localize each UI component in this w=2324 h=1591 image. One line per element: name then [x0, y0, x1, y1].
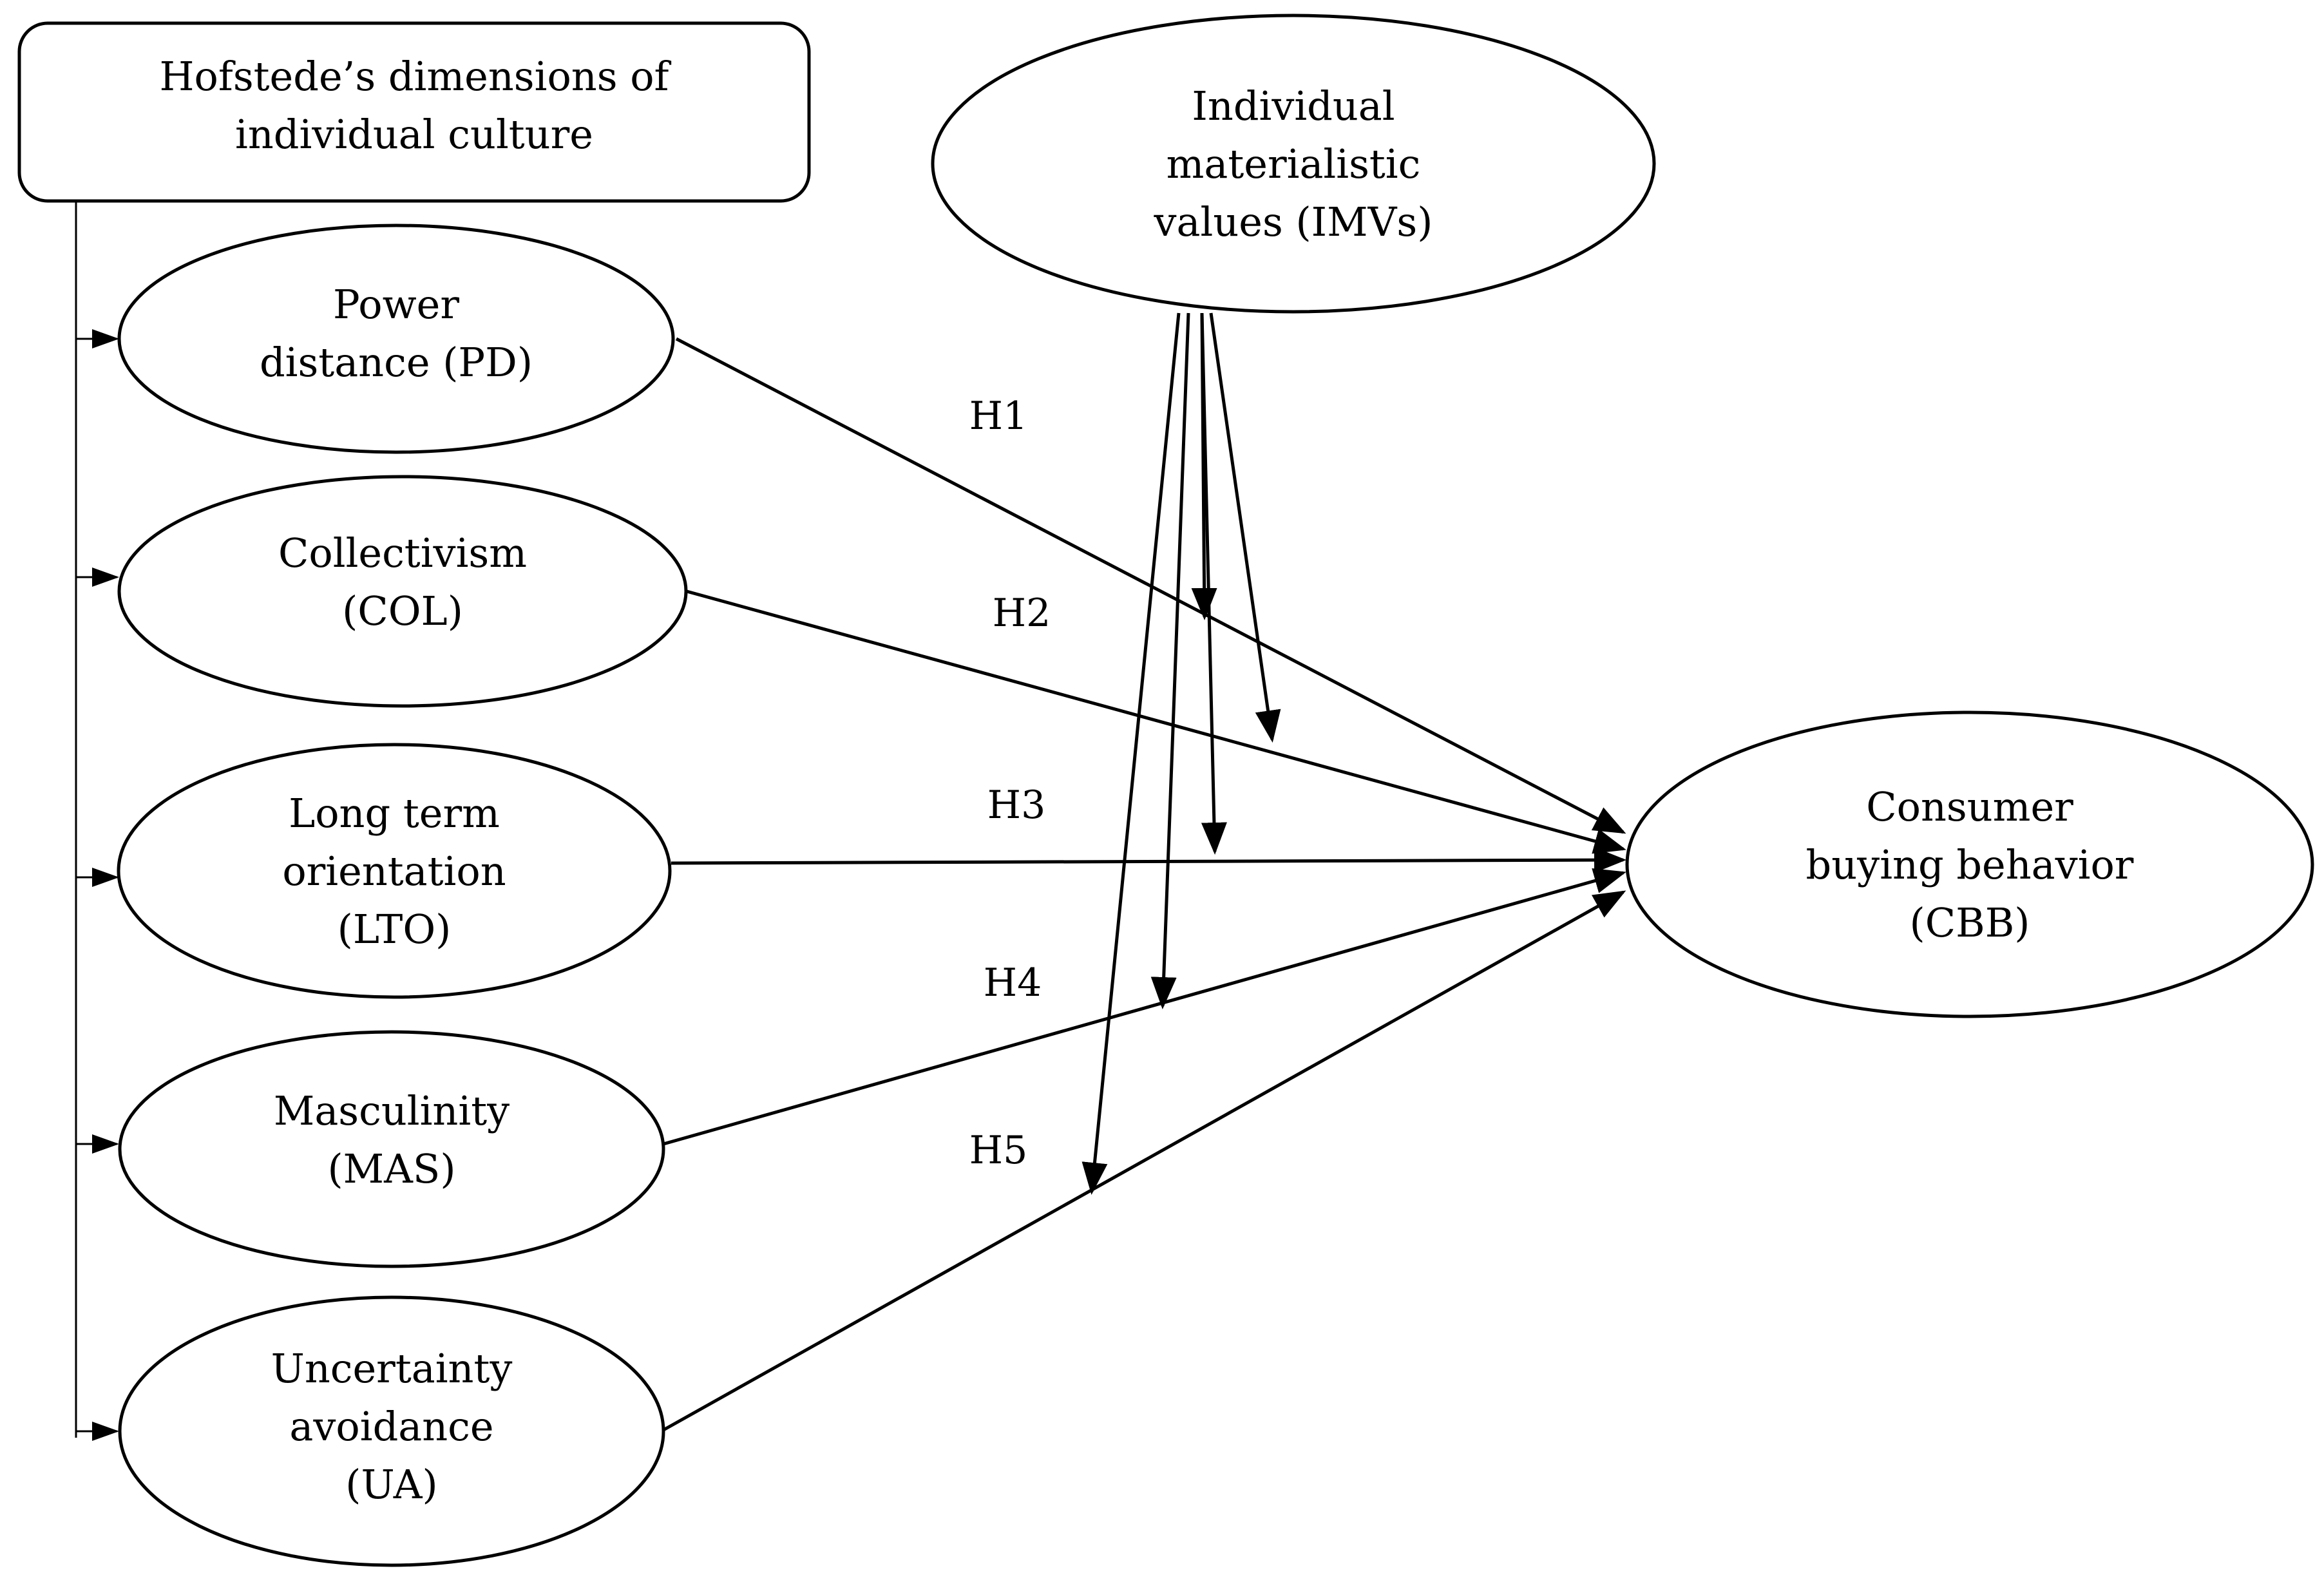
edge-h2-col-to-cbb — [686, 589, 1626, 854]
node-pd-line-2: distance (PD) — [260, 339, 533, 386]
edge-h3-lto-to-cbb — [671, 847, 1626, 873]
node-ua: Uncertainty avoidance (UA) — [118, 1295, 665, 1567]
node-pd-line-1: Power — [333, 281, 459, 328]
node-lto-ellipse — [117, 743, 672, 999]
node-imv-ellipse — [931, 14, 1656, 314]
edge-h1-pd-to-cbb — [675, 337, 1626, 834]
moderator-arrow-h5 — [1081, 312, 1181, 1195]
node-col-line-2: (COL) — [342, 587, 463, 634]
node-cbb: Consumer buying behavior (CBB) — [1625, 710, 2314, 1018]
node-col-line-1: Collectivism — [278, 529, 527, 576]
node-ua-line-2: avoidance — [289, 1403, 493, 1450]
moderator-arrow-h4 — [1150, 312, 1190, 1009]
hypothesis-label-h4: H4 — [984, 960, 1042, 1005]
node-ua-line-1: Uncertainty — [271, 1345, 513, 1392]
node-col-ellipse — [117, 475, 688, 708]
node-ua-ellipse — [118, 1295, 665, 1567]
node-pd-ellipse — [117, 224, 675, 454]
node-mas-ellipse — [118, 1030, 665, 1268]
node-col: Collectivism (COL) — [117, 475, 688, 708]
node-cbb-ellipse — [1625, 710, 2314, 1018]
node-hofstede-box — [17, 21, 811, 203]
node-mas: Masculinity (MAS) — [118, 1030, 665, 1268]
node-hofstede-line-2: individual culture — [235, 111, 593, 158]
node-mas-line-2: (MAS) — [327, 1145, 455, 1192]
node-imv-line-3: values (IMVs) — [1154, 198, 1433, 245]
node-hofstede: Hofstede’s dimensions of individual cult… — [17, 21, 811, 203]
node-lto-line-3: (LTO) — [338, 906, 452, 953]
node-mas-line-1: Masculinity — [274, 1087, 510, 1134]
edge-h5-ua-to-cbb — [662, 890, 1626, 1432]
hypothesis-label-h3: H3 — [987, 783, 1046, 828]
hypothesis-label-h1: H1 — [969, 394, 1028, 439]
node-pd: Power distance (PD) — [117, 224, 675, 454]
hypothesis-label-h2: H2 — [993, 591, 1051, 636]
node-lto-line-1: Long term — [289, 790, 500, 837]
node-imv-line-2: materialistic — [1167, 140, 1421, 187]
edge-h4-mas-to-cbb — [663, 868, 1626, 1146]
moderator-arrow-h3 — [1200, 312, 1227, 855]
node-ua-line-3: (UA) — [345, 1461, 438, 1508]
node-imv: Individual materialistic values (IMVs) — [931, 14, 1656, 314]
node-cbb-line-2: buying behavior — [1806, 841, 2134, 888]
node-lto-line-2: orientation — [282, 848, 506, 895]
node-imv-line-1: Individual — [1192, 82, 1395, 129]
hypothesis-label-h5: H5 — [969, 1128, 1028, 1173]
moderator-arrow-h1 — [1209, 312, 1281, 743]
node-lto: Long term orientation (LTO) — [117, 743, 672, 999]
node-hofstede-line-1: Hofstede’s dimensions of — [159, 53, 671, 100]
node-cbb-line-1: Consumer — [1866, 783, 2073, 830]
node-cbb-line-3: (CBB) — [1910, 899, 2030, 946]
